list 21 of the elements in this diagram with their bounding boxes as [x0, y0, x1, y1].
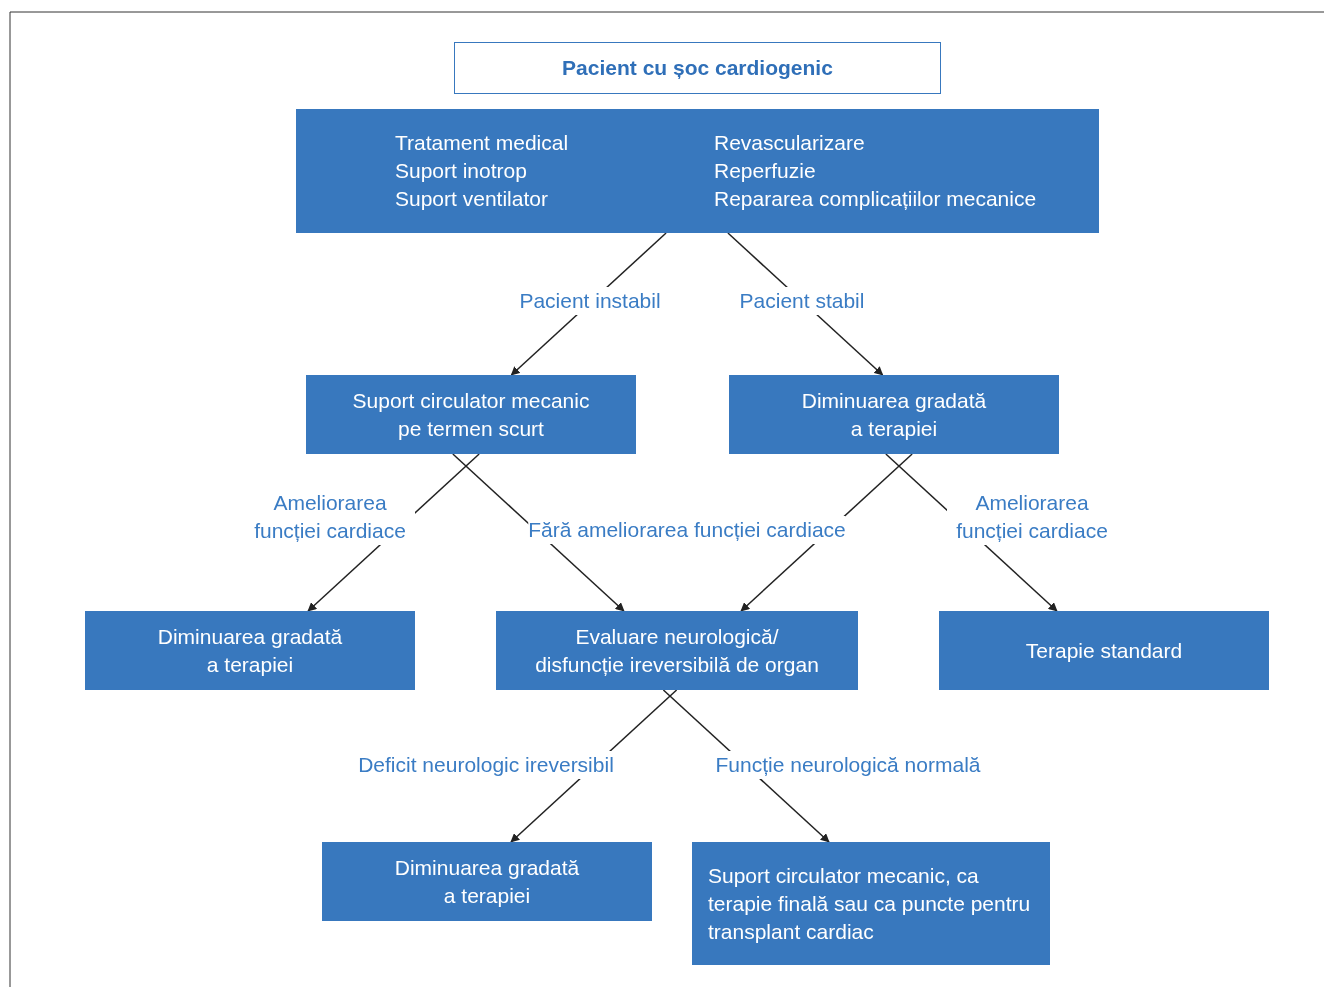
list-item: Suport ventilator: [395, 186, 549, 212]
list-item: Reperfuzie: [714, 158, 817, 184]
edge-label: Funcție neurologică normală: [715, 751, 981, 779]
list-item: Suport inotrop: [395, 158, 528, 184]
treatment-box: [296, 109, 1099, 233]
list-item: Tratament medical: [395, 130, 569, 156]
edge-label: Pacient instabil: [519, 287, 661, 315]
process-box: Diminuarea gradată a terapiei: [85, 611, 415, 690]
list-item: Revascularizare: [714, 130, 866, 156]
process-box: Terapie standard: [939, 611, 1269, 690]
process-box: Suport circulator mecanic, ca terapie finală sau ca puncte pentru transplant cardiac: [692, 842, 1050, 965]
edge-label: Pacient stabil: [739, 287, 865, 315]
arrow: [452, 453, 625, 612]
process-box: Suport circulator mecanic pe termen scurt: [306, 375, 636, 454]
edge-label: Deficit neurologic ireversibil: [358, 751, 614, 779]
edge-label: Fără ameliorarea funcției cardiace: [528, 516, 846, 544]
process-box: Diminuarea gradată a terapiei: [729, 375, 1059, 454]
title-box: Pacient cu șoc cardiogenic: [454, 42, 941, 94]
list-item: Repararea complicațiilor mecanice: [714, 186, 1037, 212]
process-box: Evaluare neurologică/ disfuncție ireversibilă de organ: [496, 611, 858, 690]
process-box: Diminuarea gradată a terapiei: [322, 842, 652, 921]
